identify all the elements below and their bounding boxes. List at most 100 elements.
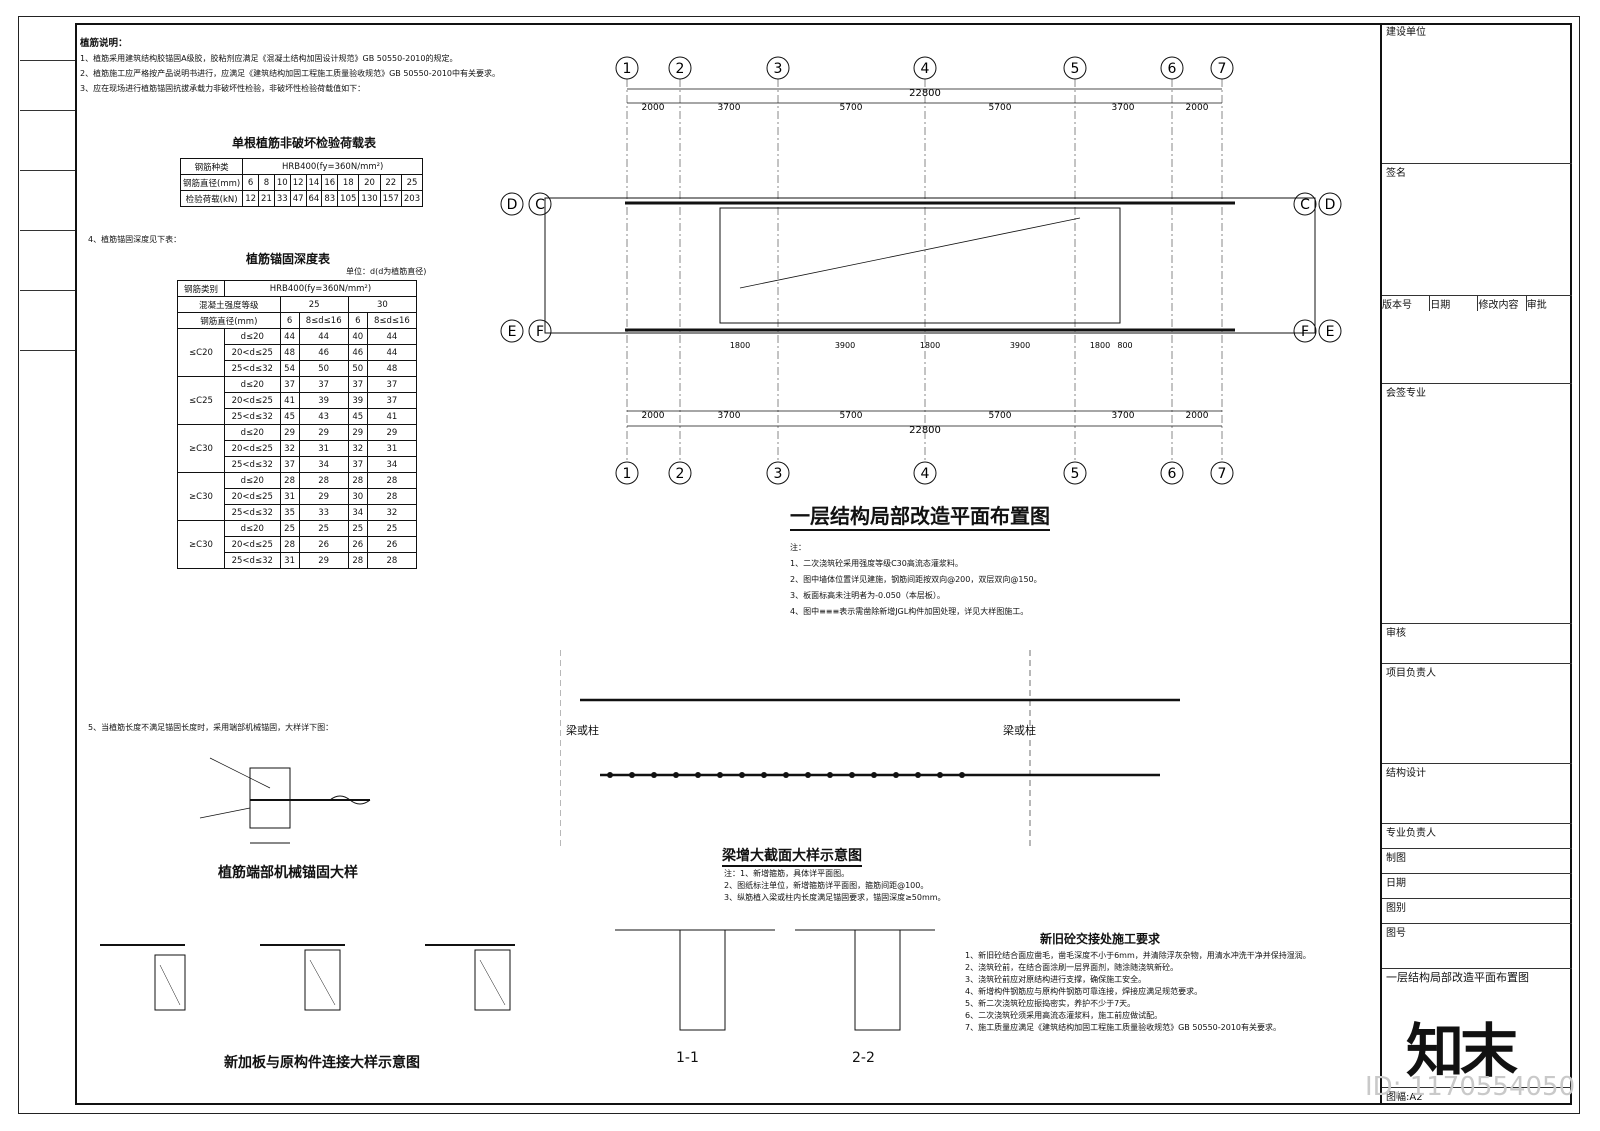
axis-label: 5 [1071, 466, 1080, 482]
section-sketches [615, 929, 935, 1031]
axis-label: C [535, 197, 545, 213]
dimension-label: 2000 [642, 411, 665, 421]
plan-title: 一层结构局部改造平面布置图 [790, 500, 1050, 531]
table-cell: 12 [289, 174, 307, 191]
dimension-label: 1800 [1090, 341, 1110, 350]
table-cell: 29 [298, 424, 349, 441]
table-cell: 203 [400, 190, 424, 207]
dimension-label: 5700 [840, 103, 863, 113]
section-1-label: 1-1 [676, 1050, 699, 1066]
table-cell: 20<d≤25 [223, 440, 281, 457]
table-cell: 48 [366, 360, 418, 377]
table-cell: 33 [298, 504, 349, 521]
table-cell: 25<d≤32 [223, 360, 281, 377]
axis-label: F [536, 324, 544, 340]
table-cell: 54 [279, 360, 300, 377]
table-cell: 25 [366, 520, 418, 537]
axis-bubble [766, 461, 790, 485]
note-item: 1、植筋采用建筑结构胶锚固A级胶，胶粘剂应满足《混凝土结构加固设计规范》GB 5… [80, 54, 458, 63]
axis-label: 3 [774, 466, 783, 482]
tb-row: 专业负责人 [1382, 823, 1572, 839]
table-header: HRB400(fy=360N/mm²) [242, 158, 424, 175]
rebar-dot [893, 772, 899, 778]
table-cell: 28 [366, 472, 418, 489]
table-cell: ≤C20 [177, 328, 225, 377]
plan-note: 2、图中墙体位置详见建施，钢筋间距按双向@200，双层双向@150。 [790, 575, 1042, 584]
table-cell: 21 [258, 190, 275, 207]
beam-label-right: 梁或柱 [1003, 724, 1036, 737]
note-item-4: 4、植筋锚固深度见下表： [88, 235, 182, 244]
table-cell: 25 [279, 520, 300, 537]
joint-req-item: 5、新二次浇筑砼应振捣密实，养护不少于7天。 [965, 999, 1136, 1008]
rev-header-row: 版本号 日期 修改内容 审批 [1382, 295, 1572, 311]
table-cell: 37 [366, 376, 418, 393]
axis-bubble [668, 461, 692, 485]
joint-req-item: 3、浇筑砼前应对原结构进行支撑，确保施工安全。 [965, 975, 1147, 984]
brand-logo: 知末 [1406, 1017, 1518, 1085]
rebar-dot [849, 772, 855, 778]
dimension-label: 22800 [909, 425, 941, 436]
planting-notes: 植筋说明： 1、植筋采用建筑结构胶锚固A级胶，胶粘剂应满足《混凝土结构加固设计规… [80, 36, 520, 96]
table-cell: 37 [347, 376, 368, 393]
beam-detail-title: 梁增大截面大样示意图 [722, 845, 862, 867]
table-cell: 37 [366, 392, 418, 409]
plan-note: 3、板面标高未注明者为-0.050（本层板）。 [790, 591, 945, 600]
table-cell: 130 [358, 190, 381, 207]
table2-unit: 单位：d(d为植筋直径) [346, 267, 427, 276]
table-cell: 33 [273, 190, 291, 207]
tb-row: 图别 [1382, 898, 1572, 914]
axis-label: D [507, 197, 518, 213]
beam-notes: 注：1、新增箍筋，具体详平面图。 2、图纸标注单位，新增箍筋详平面图，箍筋间距@… [724, 868, 1044, 904]
axis-label: 7 [1218, 466, 1227, 482]
table-cell: 25<d≤32 [223, 552, 281, 569]
axis-label: D [1325, 197, 1336, 213]
note-item-5: 5、当植筋长度不满足锚固长度时，采用端部机械锚固，大样详下图： [88, 723, 334, 732]
table-cell: 43 [298, 408, 349, 425]
table-cell: 47 [289, 190, 307, 207]
table-cell: 83 [321, 190, 339, 207]
table2-title: 植筋锚固深度表 [246, 252, 331, 266]
notes-heading: 植筋说明： [80, 38, 128, 49]
watermark-id: ID: 1170554050 [1365, 1072, 1576, 1102]
axis-label: 4 [921, 61, 930, 77]
table-cell: 34 [366, 456, 418, 473]
table-cell: 37 [298, 376, 349, 393]
drawing-outer-border [18, 16, 1580, 1114]
table-cell: 8 [258, 174, 275, 191]
plan-notes: 注： 1、二次浇筑砼采用强度等级C30高流态灌浆料。 2、图中墙体位置详见建施，… [790, 540, 1110, 620]
axis-bubble [500, 319, 524, 343]
axis-label: E [508, 324, 517, 340]
table-cell: d≤20 [223, 328, 281, 345]
rebar-dot [761, 772, 767, 778]
section-2-label: 2-2 [852, 1050, 875, 1066]
joint-req-item: 4、新增构件钢筋应与原构件钢筋可靠连接，焊接应满足规范要求。 [965, 987, 1203, 996]
table-cell: 钢筋直径(mm) [179, 174, 244, 191]
table-cell: 25 [347, 520, 368, 537]
table-cell: 28 [366, 552, 418, 569]
joint-req-item: 1、新旧砼结合面应凿毛，凿毛深度不小于6mm，并清除浮灰杂物，用清水冲洗干净并保… [965, 951, 1311, 960]
axis-bubble [500, 192, 524, 216]
axis-bubble [528, 319, 552, 343]
table-cell: 25 [400, 174, 424, 191]
table-cell: 20<d≤25 [223, 536, 281, 553]
beam-note: 注：1、新增箍筋，具体详平面图。 [724, 869, 850, 878]
table-cell: 39 [347, 392, 368, 409]
table-cell: 8≤d≤16 [366, 312, 418, 329]
table1-title: 单根植筋非破坏检验荷载表 [232, 136, 377, 150]
axis-label: 2 [676, 466, 685, 482]
table-cell: 钢筋直径(mm) [177, 312, 281, 329]
tb-row: 建设单位 [1386, 27, 1426, 38]
rev-header: 审批 [1526, 300, 1547, 311]
tb-row: 结构设计 [1382, 763, 1572, 779]
dimension-label: 3700 [1112, 103, 1135, 113]
table-cell: 45 [279, 408, 300, 425]
table-cell: 35 [279, 504, 300, 521]
tb-row: 图号 [1382, 923, 1572, 939]
